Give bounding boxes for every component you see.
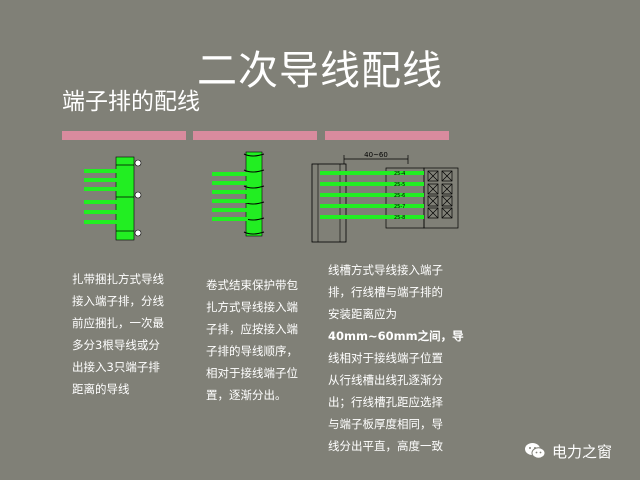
wire: [212, 208, 248, 212]
divider-bar-2: [193, 131, 317, 140]
wire: [84, 169, 118, 173]
spiral-wrap-wiring-diagram: [212, 151, 265, 237]
wire: [84, 210, 118, 214]
panel3-description: 线槽方式导线接入端子 排，行线槽与端子排的 安装距离应为 40mm~60mm之间…: [328, 263, 464, 453]
screw-head: [134, 191, 142, 199]
wire: [84, 178, 118, 182]
terminal-label: 25-5: [394, 182, 405, 188]
wire: [320, 193, 424, 197]
wire-duct-wiring-diagram: 40~60 25-4 25-5 25-6 25-7 25-8: [311, 151, 459, 243]
wechat-icon: [525, 443, 546, 459]
divider-bar-1: [62, 131, 186, 140]
terminal-label: 25-7: [394, 204, 405, 210]
wire: [212, 199, 248, 203]
wire: [320, 182, 424, 186]
watermark: 电力之窗: [524, 440, 612, 462]
terminal-label: 25-4: [394, 171, 405, 177]
dimension-label: 40~60: [364, 151, 388, 159]
terminal-block: [245, 151, 263, 237]
terminal-label: 25-6: [394, 193, 405, 199]
wire: [84, 187, 118, 191]
panel1-description: 扎带捆扎方式导线 接入端子排，分线 前应捆扎，一次最 多分3根导线或分 出接入3…: [72, 272, 164, 396]
panel2-description: 卷式结束保护带包 扎方式导线接入端 子排，应按接入端 子排的导线顺序， 相对于接…: [206, 278, 298, 402]
wire: [84, 200, 118, 204]
slide-title: 二次导线配线: [197, 48, 443, 94]
wire: [320, 204, 424, 208]
wire: [320, 215, 424, 219]
watermark-label: 电力之窗: [552, 442, 613, 461]
wire: [212, 217, 248, 221]
wire: [212, 181, 248, 185]
wire: [212, 172, 248, 176]
wire-duct: [311, 163, 347, 243]
wire: [320, 171, 424, 175]
slide-subtitle: 端子排的配线: [62, 89, 200, 115]
terminal-label: 25-8: [394, 215, 405, 221]
terminal-block: [115, 156, 135, 241]
divider-bar-3: [325, 131, 449, 140]
screw-head: [134, 229, 142, 237]
screw-head: [134, 159, 142, 167]
cable-tie-wiring-diagram: [84, 156, 142, 241]
wire: [84, 220, 118, 224]
wire: [212, 190, 248, 194]
